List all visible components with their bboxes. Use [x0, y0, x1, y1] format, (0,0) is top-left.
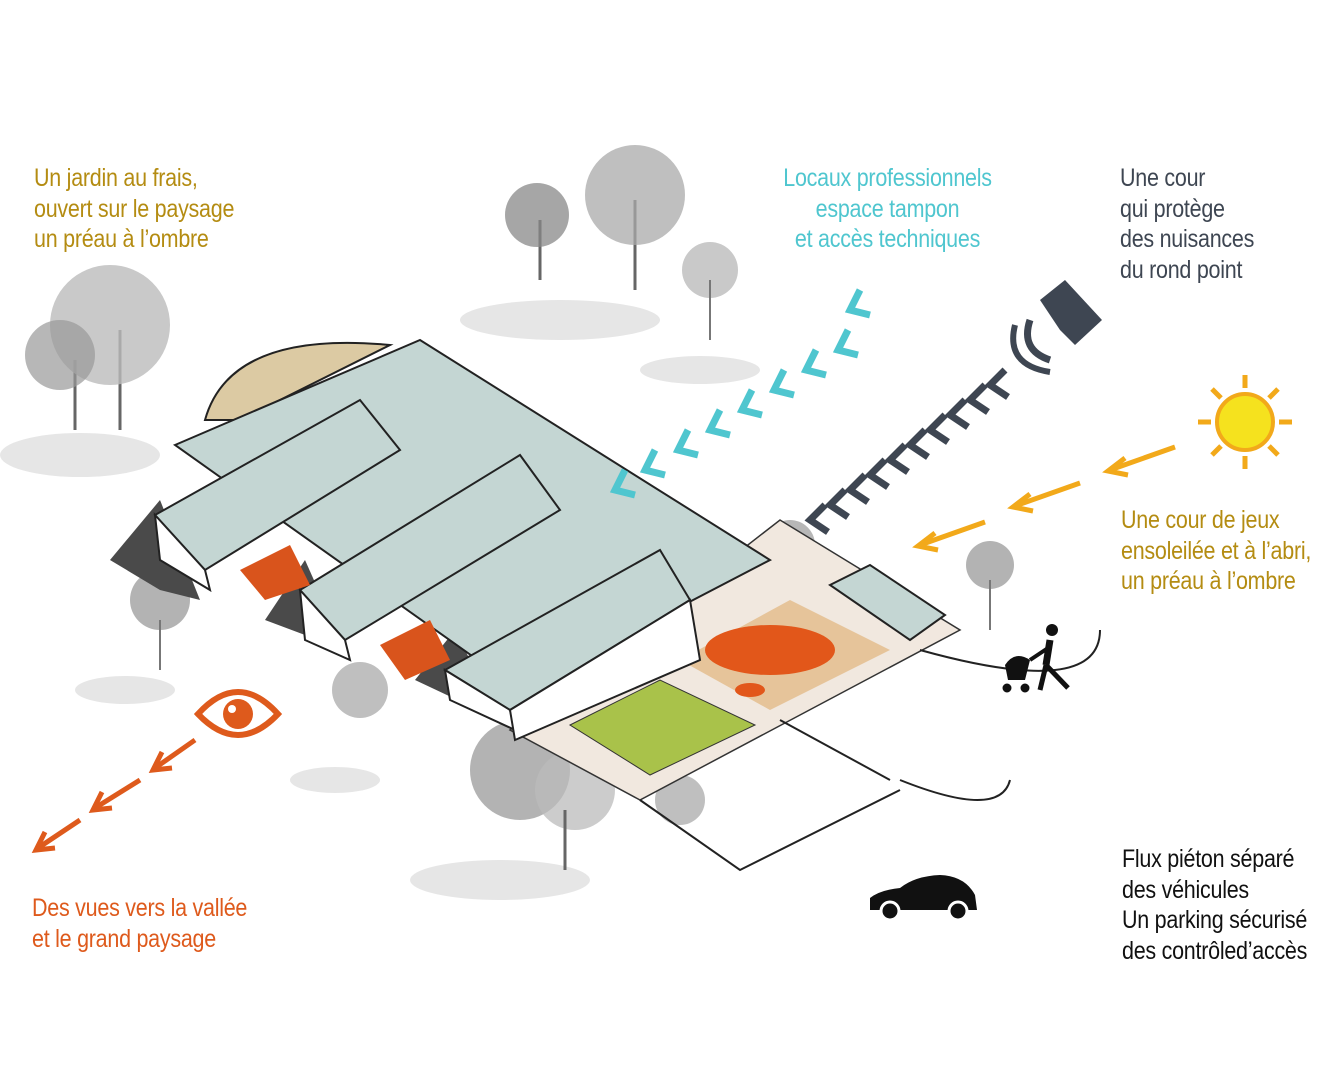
tree	[505, 183, 569, 247]
annotation-line: un préau à l’ombre	[1121, 567, 1296, 595]
tree	[655, 775, 705, 825]
annotation-offices: Locaux professionnels espace tampon et a…	[752, 163, 1023, 255]
garden-terrace	[203, 341, 394, 421]
annotation-line: Locaux professionnels	[783, 164, 992, 192]
annotation-line: Un parking sécurisé	[1122, 906, 1308, 934]
annotation-views: Des vues vers la vallée et le grand pays…	[32, 893, 247, 954]
wings	[153, 398, 947, 712]
annotation-line: ouvert sur le paysage	[34, 194, 235, 223]
annotation-line: un préau à l’ombre	[34, 225, 209, 253]
sun-arrows	[912, 444, 1176, 553]
parking	[639, 629, 1101, 872]
annotation-line: des nuisances	[1120, 225, 1255, 253]
tree	[682, 242, 738, 298]
annotation-line: Des vues vers la vallée	[32, 894, 248, 922]
tree	[585, 145, 685, 245]
annotation-garden: Un jardin au frais, ouvert sur le paysag…	[34, 163, 234, 255]
annotation-line: Un jardin au frais,	[34, 164, 198, 192]
eye-icon	[193, 689, 283, 738]
porches	[240, 545, 450, 680]
annotation-line: et le grand paysage	[32, 924, 216, 953]
play-surface	[705, 625, 835, 675]
car-icon	[870, 875, 977, 922]
speaker-icon	[1010, 280, 1102, 375]
annotation-playground: Une cour de jeux ensoleilée et à l’abri,…	[1121, 505, 1311, 597]
annotation-line: et accès techniques	[794, 225, 981, 253]
annotation-noise: Une cour qui protège des nuisances du ro…	[1120, 163, 1254, 285]
view-arrows	[31, 737, 197, 853]
tree	[966, 541, 1014, 589]
annotation-line: Une cour	[1120, 164, 1206, 192]
tree	[332, 662, 388, 718]
pedestrian-stroller-icon	[1002, 624, 1070, 693]
annotation-line: des véhicules	[1122, 875, 1249, 904]
sun-icon	[1198, 375, 1292, 469]
facades	[153, 512, 702, 742]
annotation-access: Flux piéton séparé des véhicules Un park…	[1122, 844, 1307, 966]
annotation-line: qui protège	[1120, 194, 1225, 223]
annotation-line: Flux piéton séparé	[1122, 845, 1295, 873]
offices-chevrons	[609, 288, 871, 499]
annotation-line: Une cour de jeux	[1121, 506, 1280, 534]
annotation-line: du rond point	[1120, 255, 1243, 284]
tree-shadows	[0, 300, 760, 900]
annotation-line: espace tampon	[815, 194, 960, 223]
annotation-line: ensoleilée et à l’abri,	[1121, 536, 1312, 565]
maze-garden	[568, 679, 757, 776]
noise-chevrons	[804, 367, 1010, 535]
tree	[25, 320, 95, 390]
annotation-line: des contrôled’accès	[1122, 936, 1308, 965]
